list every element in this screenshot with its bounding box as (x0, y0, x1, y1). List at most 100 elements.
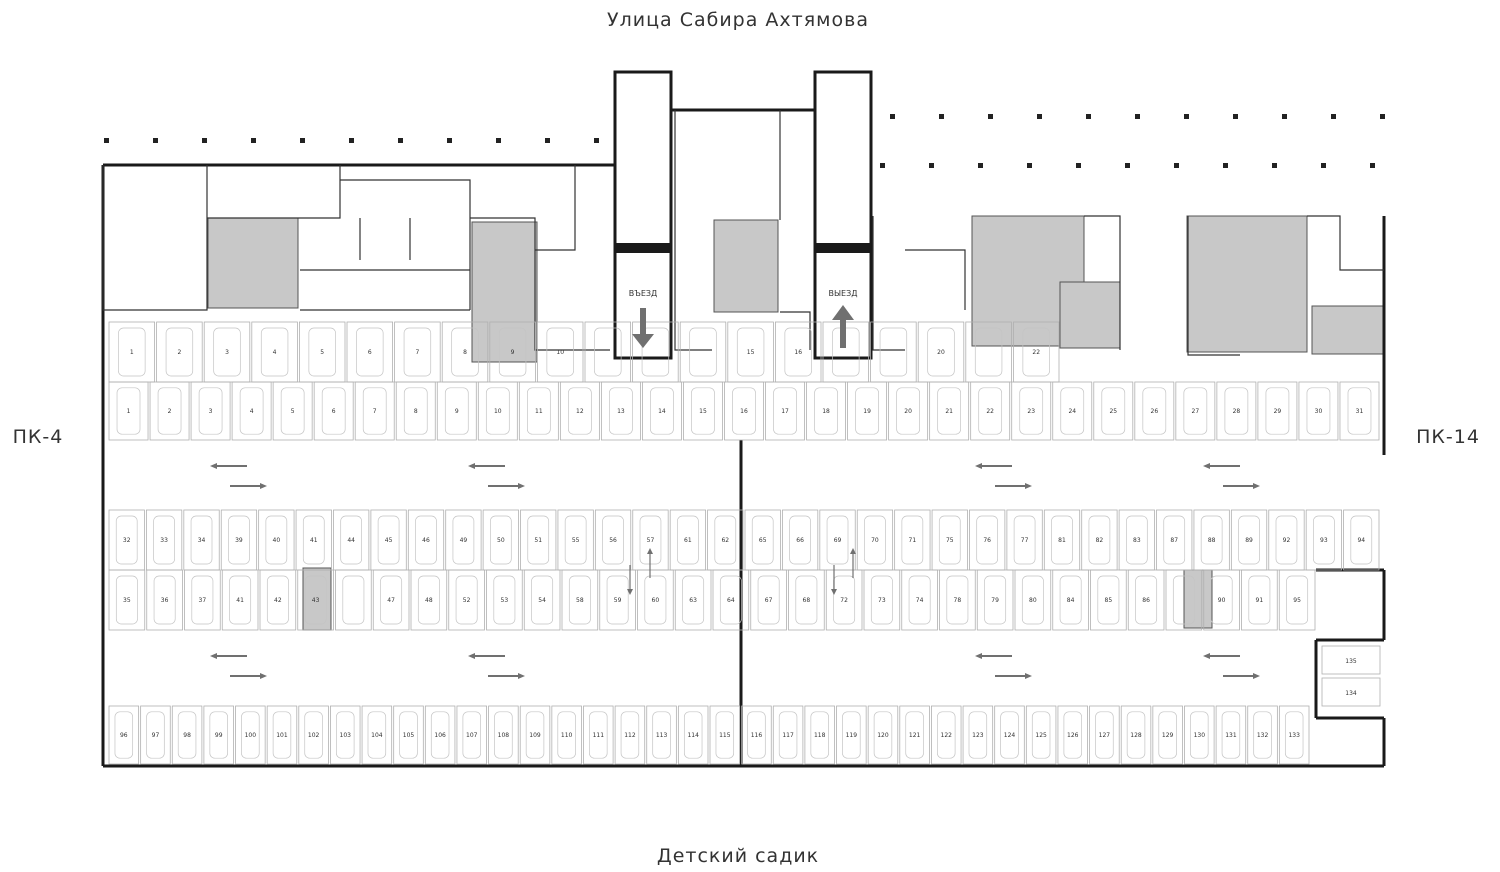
bottom-spot: 99 (203, 705, 234, 765)
service-cores (207, 215, 1385, 631)
spot-number: 115 (719, 732, 731, 739)
spot-number: 10 (556, 349, 564, 356)
bottom-spot: 111 (583, 705, 614, 765)
spot-number: 82 (1096, 537, 1104, 544)
spot-number: 34 (198, 537, 206, 544)
spot-number: 29 (1274, 408, 1282, 415)
upper-a-spot: 4 (251, 321, 298, 383)
upper-b-spot: 11 (518, 381, 559, 441)
spot-number: 133 (1288, 732, 1300, 739)
upper-b-spot: 14 (642, 381, 682, 441)
spot-number: 85 (1105, 597, 1113, 604)
spot-number: 21 (945, 408, 953, 415)
interior-walls (102, 110, 1384, 356)
spot-number: 89 (1245, 537, 1253, 544)
spot-number: 23 (1027, 408, 1035, 415)
spot-number: 80 (1029, 597, 1037, 604)
middle-a-spot: 77 (1006, 509, 1043, 571)
spot-number: 116 (751, 732, 763, 739)
spot-number: 47 (387, 597, 395, 604)
middle-a-spot: 87 (1156, 509, 1193, 571)
spot-number: 54 (538, 597, 546, 604)
spot-number: 83 (1133, 537, 1141, 544)
middle-b-spot: 79 (976, 569, 1014, 631)
upper-a-spot: 3 (203, 321, 251, 383)
bottom-spot: 127 (1089, 705, 1120, 765)
traffic-arrow-icon (230, 483, 267, 489)
spot-number: 57 (647, 537, 655, 544)
upper-b-spot: 3 (190, 381, 231, 441)
middle-a-spot: 82 (1081, 509, 1118, 571)
spot-number: 13 (617, 408, 625, 415)
bottom-spot: 120 (867, 705, 899, 765)
spot-number: 70 (871, 537, 879, 544)
spot-number: 86 (1142, 597, 1150, 604)
middle-a-spot: 75 (931, 509, 968, 571)
entry-arrow-icon (632, 308, 654, 348)
spot-number: 118 (814, 732, 826, 739)
spot-number: 2 (177, 349, 181, 356)
bottom-spot: 105 (393, 705, 424, 765)
middle-a-spot: 93 (1305, 509, 1342, 571)
spot-number: 5 (291, 408, 295, 415)
spot-number: 76 (983, 537, 991, 544)
upper-a-spot (870, 321, 917, 383)
middle-b-spot: 58 (561, 569, 599, 631)
bottom-spot: 113 (646, 705, 677, 765)
spot-number: 19 (863, 408, 871, 415)
middle-b-spot: 53 (486, 569, 523, 631)
traffic-arrow-icon (468, 463, 505, 469)
middle-a-spot: 41 (295, 509, 332, 571)
bottom-spot: 110 (551, 705, 582, 765)
upper-a-spot: 1 (108, 321, 155, 383)
spot-number: 107 (466, 732, 478, 739)
middle-a-spot: 55 (557, 509, 594, 571)
middle-b-spot: 41 (221, 569, 259, 631)
spot-number: 119 (846, 732, 858, 739)
spot-number: 120 (877, 732, 889, 739)
middle-a-spot: 44 (333, 509, 370, 571)
bottom-spot: 124 (994, 705, 1025, 765)
middle-a-spot: 66 (782, 509, 819, 571)
spot-number: 22 (1032, 349, 1040, 356)
traffic-arrow-icon (647, 548, 653, 578)
spot-number: 72 (840, 597, 848, 604)
upper-b-spot: 25 (1093, 381, 1134, 441)
middle-b-spot: 35 (108, 569, 146, 631)
spot-number: 11 (535, 408, 543, 415)
upper-a-spot: 2 (156, 321, 203, 383)
spot-number: 103 (340, 732, 352, 739)
spot-number: 102 (308, 732, 320, 739)
spot-number: 56 (609, 537, 617, 544)
upper-b-spot: 21 (929, 381, 970, 441)
spot-number: 1 (127, 408, 131, 415)
middle-b-spot: 36 (146, 569, 183, 631)
spot-number: 4 (250, 408, 254, 415)
spot-number: 110 (561, 732, 573, 739)
spot-number: 91 (1256, 597, 1264, 604)
spot-number: 25 (1109, 408, 1117, 415)
spot-number: 15 (699, 408, 707, 415)
spot-number: 124 (1004, 732, 1016, 739)
middle-a-spot: 32 (108, 509, 145, 571)
spot-number: 51 (534, 537, 542, 544)
spot-number: 78 (954, 597, 962, 604)
middle-b-spot: 78 (939, 569, 976, 631)
middle-b-spot: 85 (1090, 569, 1127, 631)
spot-number: 22 (986, 408, 994, 415)
middle-a-spot: 65 (744, 509, 781, 571)
upper-b-spot: 19 (847, 381, 888, 441)
spot-number: 99 (215, 732, 223, 739)
spot-number: 125 (1035, 732, 1047, 739)
middle-a-spot: 46 (407, 509, 445, 571)
spot-number: 2 (168, 408, 172, 415)
spot-number: 66 (796, 537, 804, 544)
upper-b-spot: 10 (477, 381, 518, 441)
spot-number: 40 (273, 537, 281, 544)
middle-a-spot: 76 (969, 509, 1006, 571)
middle-b-spot: 37 (184, 569, 221, 631)
middle-a-spot: 92 (1268, 509, 1305, 571)
spot-number: 123 (972, 732, 984, 739)
traffic-arrow-icon (210, 463, 247, 469)
